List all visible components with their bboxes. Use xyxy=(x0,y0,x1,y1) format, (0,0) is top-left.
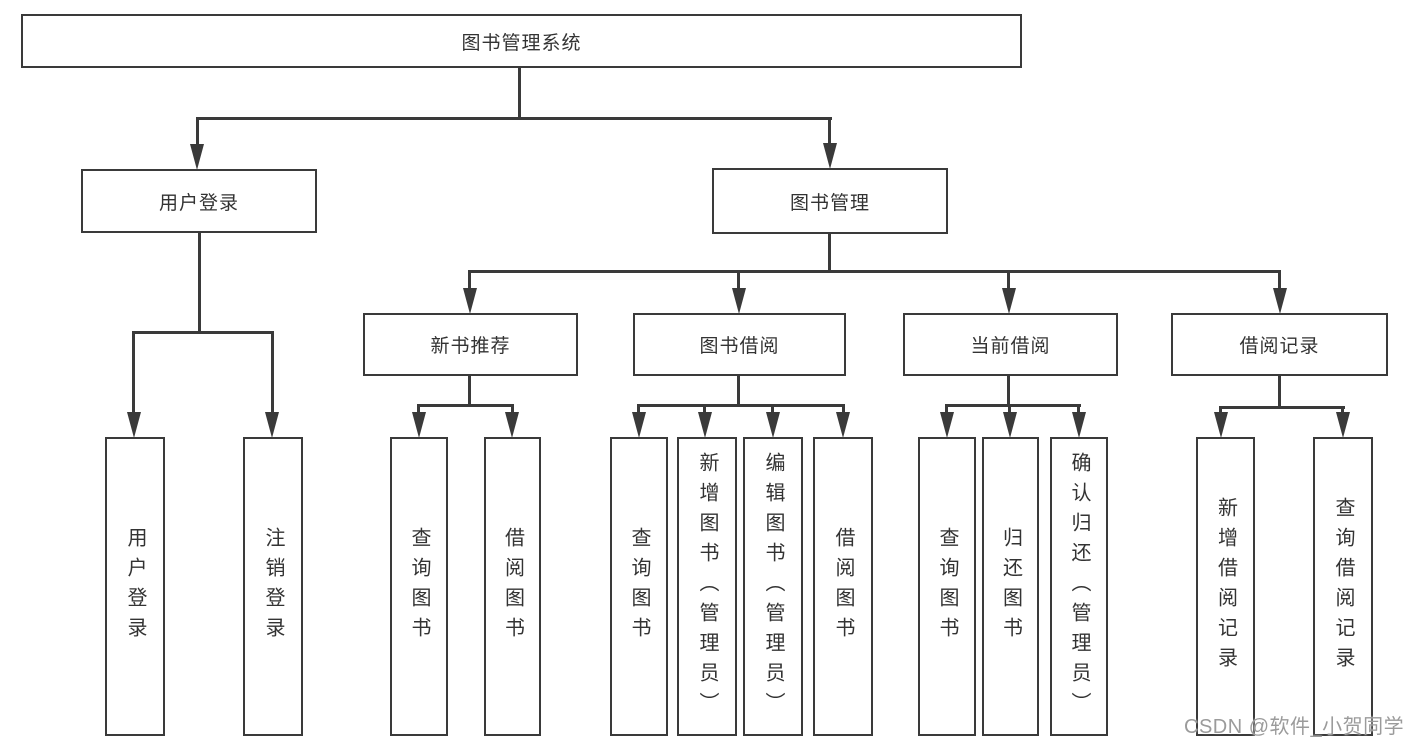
connector-leaf-c2-stem xyxy=(1008,404,1011,414)
arrowhead-leaf-u2-icon xyxy=(265,412,279,438)
leaf-newbook-borrow: 借阅图书 xyxy=(484,437,541,736)
leaf-borrow-query: 查询图书 xyxy=(610,437,668,736)
arrowhead-leaf-n2-icon xyxy=(505,412,519,438)
node-borrow-record-label: 借阅记录 xyxy=(1239,336,1320,357)
leaf-borrow-query-label: 查询图书 xyxy=(628,526,650,647)
leaf-newbook-query-label: 查询图书 xyxy=(408,526,430,647)
node-borrow-record: 借阅记录 xyxy=(1171,313,1388,376)
arrowhead-leaf-n1-icon xyxy=(412,412,426,438)
connector-current-borrow-rail xyxy=(945,404,1081,407)
connector-root-stem xyxy=(518,67,521,119)
connector-leaf-n2-stem xyxy=(511,404,514,414)
arrowhead-leaf-b2-icon xyxy=(698,412,712,438)
node-book-mgmt-label: 图书管理 xyxy=(789,192,870,214)
node-book-borrow-label: 图书借阅 xyxy=(699,336,780,357)
leaf-logout: 注销登录 xyxy=(243,437,303,736)
node-new-book: 新书推荐 xyxy=(363,313,578,376)
csdn-watermark: CSDN @软件_小贺同学 xyxy=(1184,716,1405,738)
connector-level2-rail xyxy=(196,117,832,120)
node-current-borrow-label: 当前借阅 xyxy=(970,336,1051,357)
node-root-label: 图书管理系统 xyxy=(461,32,582,54)
leaf-newbook-borrow-label: 借阅图书 xyxy=(501,526,524,647)
leaf-borrow-borrow: 借阅图书 xyxy=(813,437,873,736)
leaf-borrow-edit: 编辑图书（管理员） xyxy=(743,437,803,736)
arrowhead-leaf-c1-icon xyxy=(940,412,954,438)
arrowhead-user-login-icon xyxy=(190,144,204,170)
leaf-user-login-label: 用户登录 xyxy=(124,526,146,647)
leaf-logout-label: 注销登录 xyxy=(262,526,284,647)
connector-leaf-b4-stem xyxy=(842,404,845,414)
arrowhead-book-mgmt-icon xyxy=(823,143,837,169)
arrowhead-borrow-record-icon xyxy=(1273,288,1287,314)
connector-borrow-record-down xyxy=(1278,376,1281,409)
leaf-current-confirm-label: 确认归还（管理员） xyxy=(1068,451,1090,722)
arrowhead-book-borrow-icon xyxy=(732,288,746,314)
arrowhead-leaf-b3-icon xyxy=(766,412,780,438)
node-current-borrow: 当前借阅 xyxy=(903,313,1118,376)
leaf-current-query: 查询图书 xyxy=(918,437,976,736)
connector-book-mgmt-down xyxy=(828,234,831,273)
leaf-current-query-label: 查询图书 xyxy=(936,526,958,647)
connector-book-mgmt-stem xyxy=(828,117,831,147)
connector-leaf-c3-stem xyxy=(1077,404,1080,414)
connector-leaf-b3-stem xyxy=(771,404,774,414)
connector-leaf-r1-stem xyxy=(1219,406,1222,414)
leaf-borrow-borrow-label: 借阅图书 xyxy=(832,526,854,647)
connector-book-borrow-stem xyxy=(737,270,740,290)
arrowhead-leaf-u1-icon xyxy=(127,412,141,438)
leaf-record-query: 查询借阅记录 xyxy=(1313,437,1373,736)
leaf-current-return: 归还图书 xyxy=(982,437,1039,736)
connector-book-borrow-rail xyxy=(637,404,845,407)
connector-new-book-rail xyxy=(417,404,514,407)
connector-new-book-down xyxy=(468,376,471,407)
leaf-current-confirm: 确认归还（管理员） xyxy=(1050,437,1108,736)
leaf-borrow-add: 新增图书（管理员） xyxy=(677,437,737,736)
leaf-borrow-edit-label: 编辑图书（管理员） xyxy=(762,451,784,722)
leaf-borrow-add-label: 新增图书（管理员） xyxy=(696,451,718,722)
connector-leaf-c1-stem xyxy=(945,404,948,414)
connector-borrow-record-stem xyxy=(1278,270,1281,290)
arrowhead-leaf-c3-icon xyxy=(1072,412,1086,438)
arrowhead-leaf-r2-icon xyxy=(1336,412,1350,438)
arrowhead-new-book-icon xyxy=(463,288,477,314)
leaf-user-login: 用户登录 xyxy=(105,437,165,736)
arrowhead-current-borrow-icon xyxy=(1002,288,1016,314)
connector-level3-rail xyxy=(468,270,1281,273)
arrowhead-leaf-r1-icon xyxy=(1214,412,1228,438)
arrowhead-leaf-b1-icon xyxy=(632,412,646,438)
connector-leaf-b2-stem xyxy=(703,404,706,414)
connector-user-login-rail xyxy=(133,331,274,334)
leaf-record-add: 新增借阅记录 xyxy=(1196,437,1255,736)
node-book-mgmt: 图书管理 xyxy=(712,168,948,234)
connector-borrow-record-rail xyxy=(1219,406,1345,409)
connector-current-borrow-down xyxy=(1007,376,1010,407)
connector-user-login-down xyxy=(198,233,201,333)
connector-leaf-r2-stem xyxy=(1341,406,1344,414)
connector-user-login-stem xyxy=(196,117,199,147)
node-root: 图书管理系统 xyxy=(21,14,1022,68)
node-user-login: 用户登录 xyxy=(81,169,317,233)
node-user-login-label: 用户登录 xyxy=(158,192,239,214)
arrowhead-leaf-c2-icon xyxy=(1003,412,1017,438)
leaf-record-query-label: 查询借阅记录 xyxy=(1332,496,1354,677)
node-book-borrow: 图书借阅 xyxy=(633,313,846,376)
leaf-current-return-label: 归还图书 xyxy=(999,526,1022,647)
connector-leaf-u1-stem xyxy=(132,331,135,412)
connector-new-book-stem xyxy=(468,270,471,290)
connector-leaf-u2-stem xyxy=(271,331,274,412)
arrowhead-leaf-b4-icon xyxy=(836,412,850,438)
connector-current-borrow-stem xyxy=(1007,270,1010,290)
connector-book-borrow-down xyxy=(737,376,740,407)
connector-leaf-n1-stem xyxy=(417,404,420,414)
node-new-book-label: 新书推荐 xyxy=(430,336,511,357)
leaf-record-add-label: 新增借阅记录 xyxy=(1214,496,1237,677)
connector-leaf-b1-stem xyxy=(637,404,640,414)
leaf-newbook-query: 查询图书 xyxy=(390,437,448,736)
